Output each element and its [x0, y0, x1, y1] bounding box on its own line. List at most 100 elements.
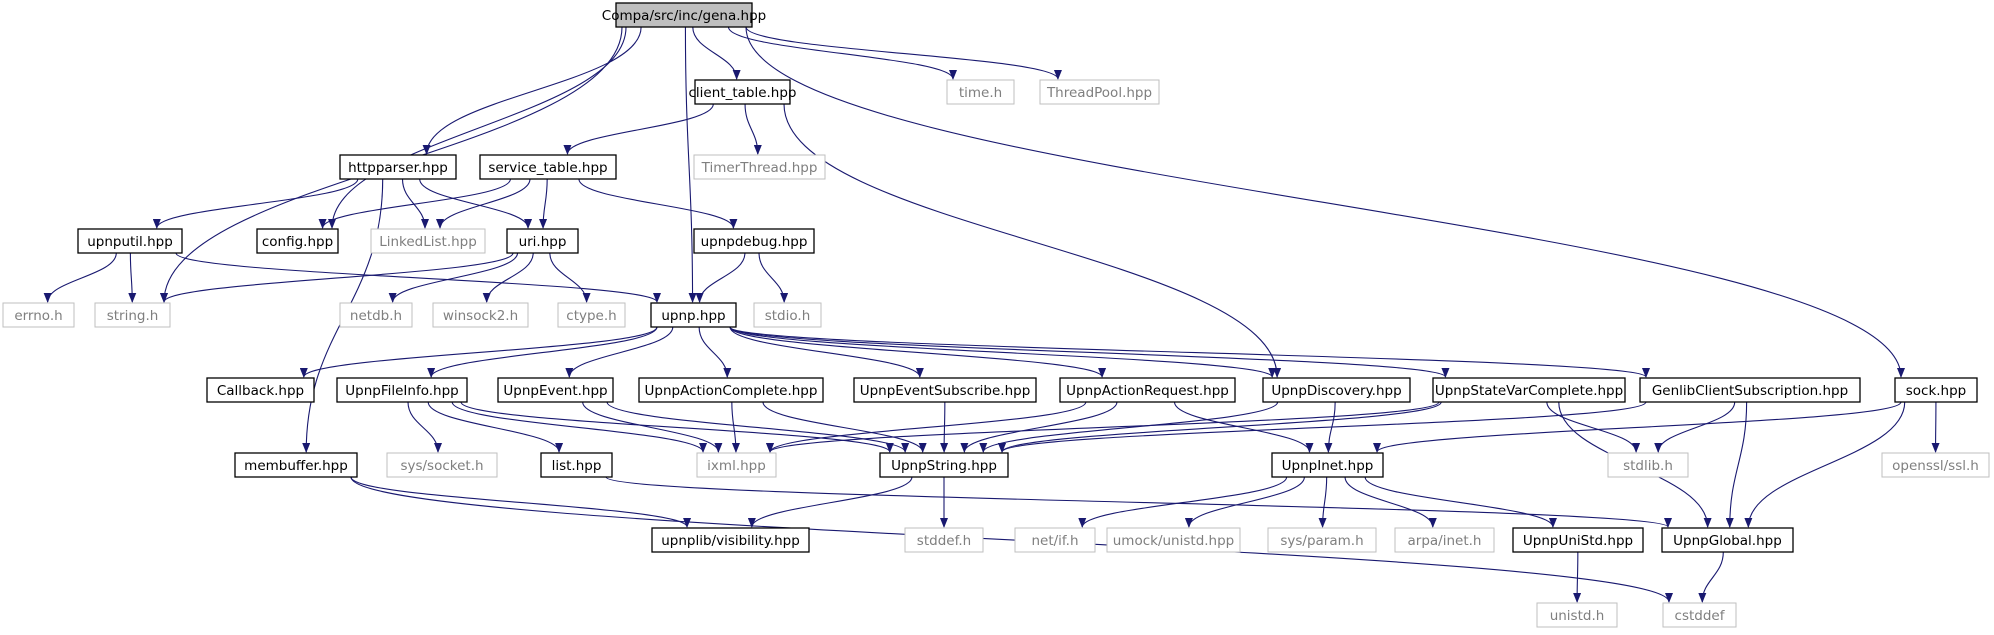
- edge-service_table-to-upnpdebug: [578, 178, 738, 229]
- node-upnputil-label: upnputil.hpp: [87, 234, 173, 250]
- edge-upnp-to-upnpactionrequest: [729, 326, 1106, 378]
- node-callback-label: Callback.hpp: [217, 383, 304, 399]
- edge-genlibclientsub-to-stdlib_h: [1654, 401, 1736, 453]
- node-upnputil-box: [77, 228, 183, 254]
- node-netdb_h-box: [339, 302, 413, 328]
- node-cstddef-label: cstddef: [1675, 608, 1726, 624]
- node-upnpevent-box: [497, 377, 614, 403]
- node-ixml-label: ixml.hpp: [707, 458, 766, 474]
- node-upnpevent[interactable]: UpnpEvent.hpp: [497, 377, 614, 403]
- node-client_table[interactable]: client_table.hpp: [688, 79, 797, 105]
- edge-service_table-to-config: [318, 178, 511, 229]
- edge-upnpactioncomplete-to-ixml: [731, 401, 740, 453]
- edge-upnpstatevarcomplete-to-ixml: [766, 401, 1440, 453]
- node-errno_h: errno.h: [2, 302, 75, 328]
- edge-genlibclientsub-to-upnpglobal: [1725, 401, 1748, 528]
- node-openssl_ssl_h-label: openssl/ssl.h: [1892, 458, 1979, 474]
- node-client_table-label: client_table.hpp: [688, 85, 796, 101]
- node-upnpevent-label: UpnpEvent.hpp: [503, 383, 607, 399]
- node-membuffer[interactable]: membuffer.hpp: [234, 452, 358, 478]
- node-upnpglobal[interactable]: UpnpGlobal.hpp: [1661, 527, 1794, 553]
- node-callback[interactable]: Callback.hpp: [206, 377, 315, 403]
- edge-upnpunistd-to-unistd_h: [1573, 551, 1582, 603]
- edge-upnpdiscovery-to-upnpstring: [979, 401, 1279, 453]
- edge-upnpactionrequest-to-upnpstring: [960, 401, 1118, 453]
- node-stdio_h: stdio.h: [753, 302, 822, 328]
- edge-upnp-to-upnpactioncomplete: [698, 326, 732, 378]
- node-upnpdiscovery[interactable]: UpnpDiscovery.hpp: [1262, 377, 1411, 403]
- node-stdlib_h: stdlib.h: [1607, 452, 1689, 478]
- node-threadpool-box: [1039, 79, 1160, 105]
- node-upnpstring[interactable]: UpnpString.hpp: [879, 452, 1009, 478]
- edge-upnp-to-callback: [299, 326, 658, 378]
- node-netdb_h-label: netdb.h: [350, 308, 402, 324]
- edge-membuffer-to-cstddef: [350, 476, 1673, 603]
- node-upnp[interactable]: upnp.hpp: [650, 302, 737, 328]
- node-stddef_h-box: [904, 527, 984, 553]
- node-sock-box: [1894, 377, 1978, 403]
- edge-client_table-to-timerthread: [744, 103, 762, 155]
- node-sys_socket_h: sys/socket.h: [386, 452, 498, 478]
- node-sock[interactable]: sock.hpp: [1894, 377, 1978, 403]
- node-openssl_ssl_h-box: [1881, 452, 1990, 478]
- node-callback-box: [206, 377, 315, 403]
- node-linkedlist: LinkedList.hpp: [370, 228, 486, 254]
- edge-membuffer-to-visibility: [350, 476, 691, 528]
- edge-upnpfileinfo-to-list: [427, 401, 563, 453]
- node-threadpool: ThreadPool.hpp: [1039, 79, 1160, 105]
- node-upnpunistd[interactable]: UpnpUniStd.hpp: [1512, 527, 1644, 553]
- edge-upnpeventsubscribe-to-upnpstring: [940, 401, 949, 453]
- edge-service_table-to-linkedlist: [436, 178, 531, 229]
- node-upnpfileinfo-box: [336, 377, 468, 403]
- node-gena[interactable]: Compa/src/inc/gena.hpp: [602, 2, 766, 28]
- node-upnpdebug-box: [693, 228, 815, 254]
- node-stdio_h-label: stdio.h: [765, 308, 811, 324]
- node-service_table[interactable]: service_table.hpp: [479, 154, 617, 180]
- node-time_h: time.h: [946, 79, 1015, 105]
- node-upnpdiscovery-box: [1262, 377, 1411, 403]
- node-config-label: config.hpp: [262, 234, 333, 250]
- node-genlibclientsub[interactable]: GenlibClientSubscription.hpp: [1639, 377, 1861, 403]
- node-upnpinet-label: UpnpInet.hpp: [1282, 458, 1374, 474]
- node-sys_socket_h-label: sys/socket.h: [400, 458, 483, 474]
- node-upnpinet[interactable]: UpnpInet.hpp: [1271, 452, 1384, 478]
- node-upnpstatevarcomplete[interactable]: UpnpStateVarComplete.hpp: [1432, 377, 1626, 403]
- edge-upnp-to-upnpdiscovery: [729, 326, 1276, 378]
- node-string_h: string.h: [94, 302, 171, 328]
- node-visibility[interactable]: upnplib/visibility.hpp: [651, 527, 810, 553]
- node-upnpfileinfo[interactable]: UpnpFileInfo.hpp: [336, 377, 468, 403]
- node-uri[interactable]: uri.hpp: [506, 228, 579, 254]
- node-stddef_h: stddef.h: [904, 527, 984, 553]
- node-threadpool-label: ThreadPool.hpp: [1046, 85, 1152, 101]
- node-list[interactable]: list.hpp: [540, 452, 613, 478]
- edge-upnpinet-to-umock_unistd: [1184, 476, 1305, 528]
- edge-upnpactionrequest-to-ixml: [766, 401, 1087, 453]
- node-membuffer-box: [234, 452, 358, 478]
- node-arpa_inet_h-label: arpa/inet.h: [1408, 533, 1482, 549]
- edge-upnpstring-to-visibility: [747, 476, 913, 528]
- node-upnpactioncomplete[interactable]: UpnpActionComplete.hpp: [638, 377, 824, 403]
- node-stdlib_h-box: [1607, 452, 1689, 478]
- node-upnpactionrequest[interactable]: UpnpActionRequest.hpp: [1059, 377, 1236, 403]
- node-upnpstatevarcomplete-box: [1432, 377, 1626, 403]
- node-upnpinet-box: [1271, 452, 1384, 478]
- edge-uri-to-winsock2_h: [482, 252, 534, 303]
- node-config[interactable]: config.hpp: [256, 228, 339, 254]
- edge-upnpdebug-to-stdio_h: [758, 252, 789, 303]
- node-upnpeventsubscribe-box: [853, 377, 1037, 403]
- node-net_if_h-box: [1014, 527, 1096, 553]
- node-visibility-box: [651, 527, 810, 553]
- node-unistd_h: unistd.h: [1536, 602, 1618, 628]
- edge-upnpactioncomplete-to-upnpstring: [762, 401, 927, 453]
- edge-gena-to-upnp: [684, 26, 697, 303]
- node-upnpactionrequest-box: [1059, 377, 1236, 403]
- edge-sock-to-upnpglobal: [1744, 401, 1906, 528]
- node-upnpdebug[interactable]: upnpdebug.hpp: [693, 228, 815, 254]
- node-upnputil[interactable]: upnputil.hpp: [77, 228, 183, 254]
- node-linkedlist-box: [370, 228, 486, 254]
- node-upnpeventsubscribe[interactable]: UpnpEventSubscribe.hpp: [853, 377, 1037, 403]
- node-httpparser[interactable]: httpparser.hpp: [339, 154, 457, 180]
- edge-upnputil-to-errno_h: [43, 252, 117, 303]
